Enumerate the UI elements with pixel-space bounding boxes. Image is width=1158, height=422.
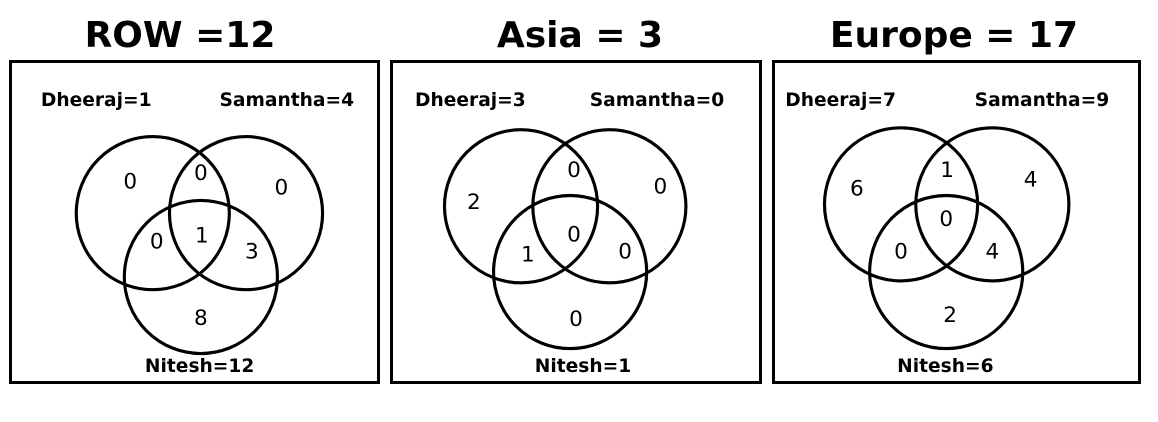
circle-c bbox=[122, 198, 280, 356]
region-bc: 0 bbox=[618, 239, 632, 264]
circle-a bbox=[822, 126, 980, 283]
venn-diagram: Dheeraj=1 Samantha=4 Nitesh=12 0 0 0 0 1… bbox=[41, 90, 355, 377]
region-c-only: 8 bbox=[194, 306, 208, 331]
label-b: Samantha=0 bbox=[590, 90, 725, 111]
circle-a bbox=[442, 128, 600, 285]
region-a-only: 2 bbox=[467, 190, 481, 215]
panel-title: Asia = 3 bbox=[496, 15, 664, 56]
venn-box: Dheeraj=7 Samantha=9 Nitesh=6 6 1 4 0 0 … bbox=[772, 60, 1141, 384]
venn-box: Dheeraj=1 Samantha=4 Nitesh=12 0 0 0 0 1… bbox=[9, 60, 380, 384]
region-ac: 0 bbox=[894, 239, 908, 264]
region-bc: 4 bbox=[985, 239, 999, 264]
region-abc: 1 bbox=[195, 224, 209, 249]
panel-title: ROW =12 bbox=[84, 15, 276, 56]
region-ac: 1 bbox=[521, 242, 535, 267]
circle-a bbox=[74, 135, 231, 292]
region-ab: 1 bbox=[940, 158, 954, 183]
region-a-only: 0 bbox=[123, 170, 137, 195]
region-ab: 0 bbox=[194, 161, 208, 186]
circle-b bbox=[914, 126, 1071, 283]
circle-c bbox=[491, 193, 649, 351]
region-c-only: 0 bbox=[569, 307, 583, 332]
region-a-only: 6 bbox=[850, 177, 864, 202]
label-c: Nitesh=1 bbox=[535, 356, 631, 377]
label-a: Dheeraj=7 bbox=[785, 90, 896, 111]
region-abc: 0 bbox=[939, 207, 953, 232]
region-b-only: 0 bbox=[274, 176, 288, 201]
region-bc: 3 bbox=[245, 239, 259, 264]
region-b-only: 4 bbox=[1024, 168, 1038, 193]
region-ab: 0 bbox=[567, 158, 581, 183]
region-ac: 0 bbox=[150, 230, 164, 255]
label-a: Dheeraj=3 bbox=[415, 90, 526, 111]
region-b-only: 0 bbox=[654, 175, 668, 200]
region-abc: 0 bbox=[567, 223, 581, 248]
label-b: Samantha=4 bbox=[220, 90, 355, 111]
venn-panel-asia: Asia = 3 Dheeraj=3 Samantha=0 Nitesh=1 2… bbox=[390, 0, 770, 422]
region-c-only: 2 bbox=[943, 303, 957, 328]
label-b: Samantha=9 bbox=[975, 90, 1110, 111]
venn-panel-europe: Europe = 17 Dheeraj=7 Samantha=9 Nitesh=… bbox=[772, 0, 1152, 422]
circle-c bbox=[868, 193, 1025, 351]
venn-panel-row: ROW =12 Dheeraj=1 Samantha=4 Nitesh=12 0… bbox=[0, 0, 380, 422]
label-c: Nitesh=6 bbox=[897, 356, 993, 377]
label-c: Nitesh=12 bbox=[145, 356, 254, 377]
label-a: Dheeraj=1 bbox=[41, 90, 152, 111]
venn-diagram: Dheeraj=7 Samantha=9 Nitesh=6 6 1 4 0 0 … bbox=[785, 90, 1110, 377]
venn-diagram: Dheeraj=3 Samantha=0 Nitesh=1 2 0 0 1 0 … bbox=[415, 90, 725, 377]
panel-title: Europe = 17 bbox=[829, 15, 1079, 56]
venn-box: Dheeraj=3 Samantha=0 Nitesh=1 2 0 0 1 0 … bbox=[390, 60, 762, 384]
circle-b bbox=[167, 135, 325, 292]
